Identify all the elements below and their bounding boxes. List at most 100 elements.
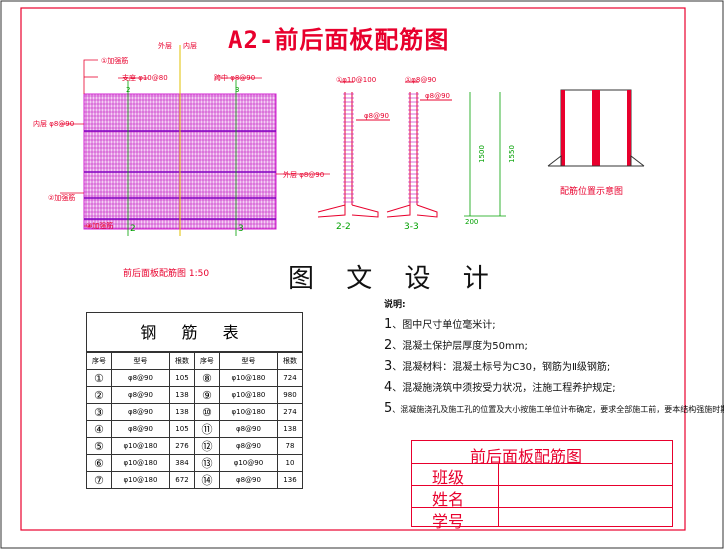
table-cell: φ10@180 (218, 386, 278, 404)
title-block: 前后面板配筋图 班级 姓名 学号 (411, 440, 673, 531)
dimension-lines (464, 92, 506, 217)
table-cell: ⑪ (193, 420, 220, 438)
table-cell: ⑤ (86, 437, 112, 455)
table-cell: ⑦ (86, 471, 112, 489)
table-cell: φ10@180 (110, 471, 171, 489)
table-cell: φ8@90 (218, 437, 278, 455)
table-cell: φ8@90 (110, 386, 171, 404)
table-cell: φ10@90 (218, 454, 278, 472)
notes: 说明: 1、图中尺寸单位毫米计; 2、混凝土保护层厚度为50mm; 3、混凝材料… (384, 295, 724, 420)
table-cell: 138 (169, 386, 195, 404)
label-midspan: 跨中 φ8@90 (214, 74, 256, 82)
table-cell: ⑫ (193, 437, 220, 455)
table-cell: φ10@180 (218, 369, 278, 387)
title-block-student: 姓名 (432, 490, 465, 509)
table-cell: φ8@90 (110, 369, 171, 387)
table-cell: ③ (86, 403, 112, 421)
table-cell: ⑧ (193, 369, 220, 387)
table-cell: 724 (276, 369, 304, 387)
note-item: 2、混凝土保护层厚度为50mm; (384, 338, 528, 353)
table-cell: φ8@90 (218, 471, 278, 489)
table-cell: ⑨ (193, 386, 220, 404)
label-outer-layer: 外层 φ8@90 (283, 171, 325, 179)
notes-heading: 说明: (384, 300, 406, 310)
s33-caption: 3-3 (404, 222, 419, 232)
header-cell: 型号 (110, 352, 171, 370)
table-cell: ⑩ (193, 403, 220, 421)
label-inner: 内层 (183, 42, 197, 50)
mark-2-top: 2 (126, 86, 131, 94)
table-cell: 276 (169, 437, 195, 455)
table-cell: 136 (276, 471, 304, 489)
table-cell: 672 (169, 471, 195, 489)
table-cell: φ8@90 (218, 420, 278, 438)
watermark-text: 图 文 设 计 (288, 264, 501, 294)
label-stiffener-bot: ③加强筋 (86, 222, 114, 230)
title-block-number: 学号 (432, 512, 465, 531)
table-cell: φ10@180 (218, 403, 278, 421)
leader-lines (60, 59, 330, 227)
table-cell: φ8@90 (110, 420, 171, 438)
header-cell: 根数 (276, 352, 304, 370)
table-cell: ④ (86, 420, 112, 438)
s33-side: φ8@90 (425, 92, 450, 100)
mark-3-top: 3 (235, 86, 240, 94)
table-cell: φ8@90 (110, 403, 171, 421)
table-cell: ⑥ (86, 454, 112, 472)
label-stiffener-mid: ②加强筋 (48, 194, 76, 202)
table-cell: 384 (169, 454, 195, 472)
table-cell: ① (86, 369, 112, 387)
header-cell: 序号 (193, 352, 220, 370)
note-item: 5、混凝施浇孔及施工孔的位置及大小按施工单位计布确定，要求全部施工前，要本结构强… (384, 401, 724, 416)
steel-table-header: 序号 型号 根数 序号 型号 根数 (86, 352, 304, 370)
position-caption: 配筋位置示意图 (560, 187, 624, 197)
s22-tag: ①φ10@100 (336, 76, 377, 84)
dim-200: 200 (465, 218, 479, 226)
header-cell: 序号 (86, 352, 112, 370)
steel-table-title: 钢 筋 表 (86, 312, 303, 352)
table-cell: 105 (169, 420, 195, 438)
title-block-name: 前后面板配筋图 (470, 447, 583, 466)
table-cell: ② (86, 386, 112, 404)
note-item: 1、图中尺寸单位毫米计; (384, 317, 496, 332)
s22-side: φ8@90 (364, 112, 389, 120)
title-block-class: 班级 (432, 468, 465, 487)
label-inner-layer: 内层 φ8@90 (33, 120, 75, 128)
label-support: 支座 φ10@80 (122, 74, 168, 82)
table-cell: 274 (276, 403, 304, 421)
table-cell: φ10@180 (110, 437, 171, 455)
drawing-title: A2-前后面板配筋图 (228, 26, 450, 54)
mark-2-bottom: 2 (130, 224, 136, 234)
section-3-3 (386, 81, 452, 218)
header-cell: 根数 (169, 352, 195, 370)
table-cell: 980 (276, 386, 304, 404)
position-diagram (547, 89, 645, 167)
s33-tag: ①φ8@90 (405, 76, 437, 84)
label-outer: 外层 (158, 42, 172, 50)
sheet-frame (20, 7, 686, 531)
dim-1550: 1550 (507, 145, 516, 163)
front-panel-caption: 前后面板配筋图 1:50 (123, 269, 210, 279)
header-cell: 型号 (218, 352, 278, 370)
table-cell: ⑭ (193, 471, 220, 489)
table-cell: 10 (276, 454, 304, 472)
table-cell: 138 (169, 403, 195, 421)
table-cell: φ10@180 (110, 454, 171, 472)
table-cell: 105 (169, 369, 195, 387)
table-cell: 138 (276, 420, 304, 438)
table-cell: 78 (276, 437, 304, 455)
label-stiffener-top: ①加强筋 (101, 57, 129, 65)
table-cell: ⑬ (193, 454, 220, 472)
s22-caption: 2-2 (336, 222, 351, 232)
note-item: 3、混凝材料：混凝土标号为C30，钢筋为Ⅱ级钢筋; (384, 359, 611, 374)
dim-1500: 1500 (477, 145, 486, 163)
